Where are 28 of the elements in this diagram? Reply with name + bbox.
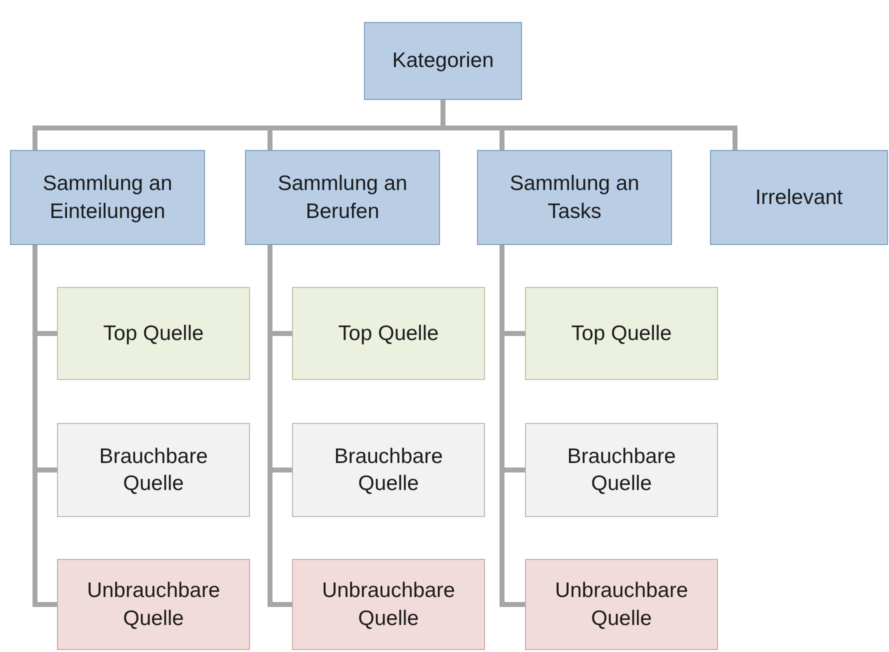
category-box [525,559,718,650]
box-label: Unbrauchbare Quelle [554,578,689,632]
category-box [477,150,672,245]
category-box [292,287,485,380]
box-label: Kategorien [392,48,494,74]
category-box [364,22,522,100]
category-box [57,423,250,517]
box-label: Brauchbare Quelle [566,444,677,497]
category-box [525,423,718,517]
category-box [57,559,250,650]
box-label: Sammlung an Tasks [508,171,640,224]
box-label: Unbrauchbare Quelle [321,578,456,632]
box-label: Brauchbare Quelle [333,444,444,497]
box-label: Irrelevant [755,184,843,211]
box-label: Top Quelle [103,320,204,347]
category-box [292,423,485,517]
category-box [710,150,888,245]
category-box [525,287,718,380]
box-label: Sammlung an Einteilungen [42,171,174,224]
box-label: Unbrauchbare Quelle [86,578,221,632]
box-label: Brauchbare Quelle [98,444,209,497]
category-box [245,150,440,245]
box-label: Top Quelle [338,320,439,347]
box-label: Sammlung an Berufen [276,171,408,224]
category-box [57,287,250,380]
category-box [292,559,485,650]
box-label: Top Quelle [571,320,672,347]
category-box [10,150,205,245]
